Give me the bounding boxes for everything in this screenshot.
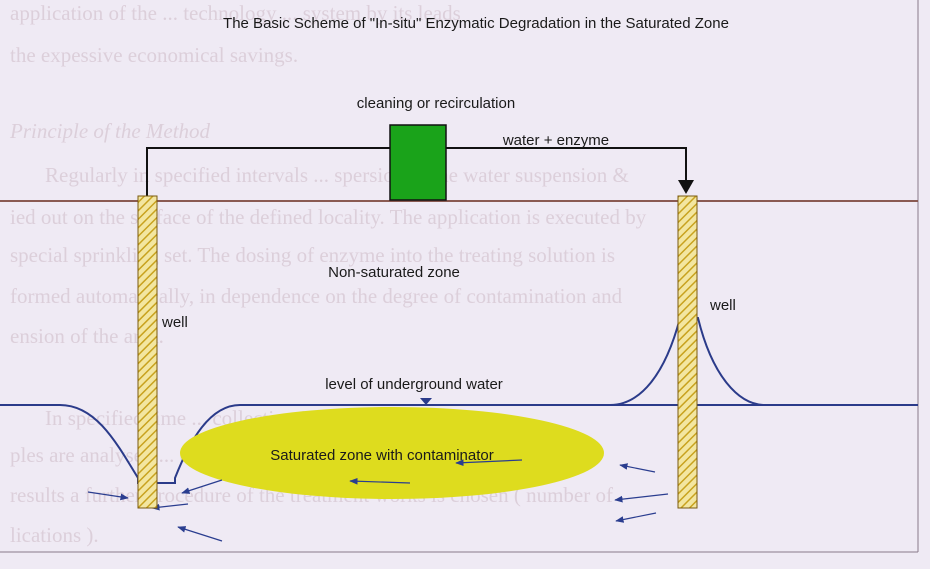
diagram-title: The Basic Scheme of "In-situ" Enzymatic …: [223, 15, 729, 32]
recirculation-tank: [389, 124, 447, 201]
flow-arrow: [615, 512, 657, 523]
non-saturated-zone-label: Non-saturated zone: [328, 264, 460, 281]
water-enzyme-label: water + enzyme: [502, 132, 609, 149]
left-well: [137, 195, 158, 509]
bg-text-line: the expessive economical savings.: [10, 43, 298, 67]
flow-arrow: [177, 526, 223, 542]
bg-text-line: ied out on the surface of the defined lo…: [10, 205, 647, 229]
bg-text-line: special sprinkling set. The dosing of en…: [10, 243, 615, 267]
right-well: [677, 195, 698, 509]
pipe-from-left-well: [146, 147, 390, 196]
bg-text-line: lications ).: [10, 523, 99, 547]
flow-arrow: [619, 463, 656, 473]
saturated-zone-ellipse: [180, 407, 604, 499]
bg-text-line: Regularly in specified intervals ... spe…: [45, 163, 629, 187]
bg-text-line: Principle of the Method: [9, 119, 211, 143]
flow-arrow: [349, 477, 411, 485]
flow-arrow: [455, 459, 523, 467]
bg-text-line: application of the ... technology ... sy…: [10, 1, 461, 25]
flow-arrow: [181, 479, 223, 494]
water-level-marker-icon: [420, 398, 432, 405]
pipe-to-right-well: [446, 147, 687, 182]
left-well-label: well: [161, 314, 188, 331]
flow-arrow: [151, 503, 189, 511]
flow-arrow: [87, 491, 129, 501]
bg-text-line: formed automatically, in dependence on t…: [10, 284, 623, 308]
flow-arrow: [614, 493, 669, 503]
flow-arrows: [87, 459, 669, 542]
saturated-zone-label: Saturated zone with contaminator: [270, 447, 493, 464]
groundwater-label: level of underground water: [325, 376, 503, 393]
pipe-arrow-icon: [678, 180, 694, 194]
cleaning-label: cleaning or recirculation: [357, 95, 515, 112]
right-well-label: well: [709, 297, 736, 314]
